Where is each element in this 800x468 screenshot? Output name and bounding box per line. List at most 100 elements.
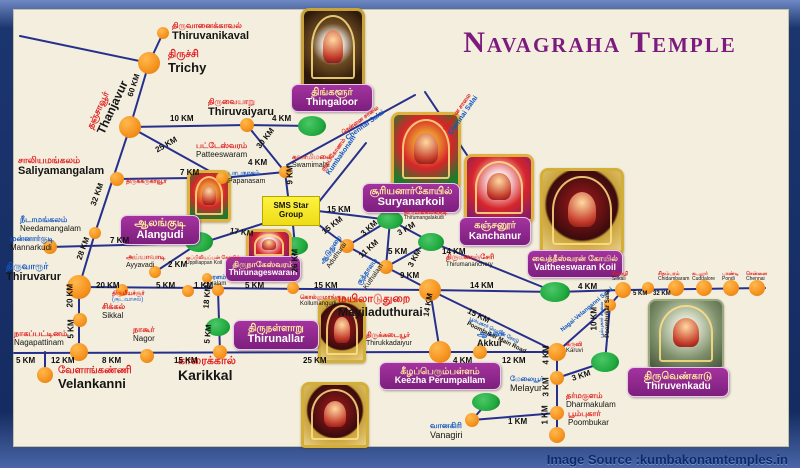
- town-label-Poombukar: பூம்புகார்Poombukar: [568, 409, 609, 427]
- thiruvenkadu-deity-image: [648, 299, 724, 369]
- road-segment: [204, 222, 266, 243]
- town-name-english: Melayur: [510, 382, 543, 393]
- deity-figure: [414, 133, 438, 164]
- town-name-tamil: சிதம்பரம்: [658, 271, 680, 277]
- deity-arch: [311, 388, 359, 441]
- vaitheeswaran-koil-deity-image: [540, 168, 624, 254]
- town-name-english: Velankanni: [58, 375, 126, 391]
- town-name-tamil: நீடாமங்கலம்: [20, 215, 68, 224]
- town-dot-(குடவாசல்): [116, 284, 128, 296]
- town-name-english: Sikkal: [102, 310, 124, 320]
- junction-dot: [642, 282, 654, 294]
- town-name-tamil: கடலூர்: [692, 271, 708, 277]
- distance-label: 32 KM: [653, 291, 671, 297]
- town-label-Trichy: திருச்சிTrichy: [168, 49, 206, 75]
- town-label-Ayyavadi: அய்யாவாடிAyyavadi: [126, 254, 165, 269]
- town-dot-Kuthalam: [379, 260, 393, 274]
- distance-label: 3 KM: [541, 377, 551, 397]
- temple-name-box-kanchanur: கஞ்சனூர்Kanchanur: [459, 217, 531, 246]
- town-label-Sikkal: சிக்கல்Sikkal: [102, 302, 125, 320]
- town-dot-Thirukkadaiyur: [429, 341, 451, 363]
- town-name-english: Uppiliappan Koil: [186, 260, 223, 267]
- town-label-Thirukkadaiyur: திருக்கடையூர்Thirukkadaiyur: [366, 332, 412, 347]
- deity-arch: [658, 304, 714, 362]
- road-segment: [317, 142, 367, 204]
- distance-label: 5 KM: [156, 281, 176, 290]
- town-name-english: Vanagiri: [430, 429, 463, 440]
- road-segment: [246, 124, 286, 173]
- town-name-tamil: பேரளம்: [204, 275, 227, 281]
- town-dot-Sirkali: [615, 282, 631, 298]
- town-label-Chennai: சென்னைChennai: [746, 271, 768, 283]
- town-name-english: Thirukkadaiyur: [366, 339, 412, 347]
- distance-label: 14 KM: [442, 247, 466, 256]
- distance-label: 5 KM: [388, 247, 408, 256]
- town-name-tamil: திருமங்கலக்குடி: [404, 210, 448, 216]
- town-name-english: Ayyavadi: [126, 261, 155, 269]
- town-name-english: Peralam: [204, 281, 227, 288]
- town-name-english: (குடவாசல்): [112, 297, 144, 304]
- town-name-english: Papanasam: [228, 177, 266, 185]
- distance-label: 15 KM: [314, 281, 338, 290]
- town-label-Patteeswaram: பட்டேஸ்வரம்Patteeswaram: [196, 141, 247, 159]
- town-label-Vanagiri: வானகிரிVanagiri: [430, 421, 463, 440]
- distance-label: 20 KM: [96, 281, 120, 290]
- road-segment: [471, 412, 558, 421]
- distance-label: 25 KM: [303, 356, 327, 365]
- town-name-tamil: தர்மகுளம்: [566, 391, 603, 400]
- town-dot-Karuvi: [548, 343, 566, 361]
- town-dot-Chennai: [749, 280, 765, 296]
- town-dot-Thiruvanikaval: [157, 27, 169, 39]
- distance-label: 1 KM: [540, 405, 550, 425]
- temple-marker-keezha-perumpallam: [472, 393, 500, 411]
- distance-label: 4 KM: [541, 345, 551, 365]
- temple-marker-thiruvenkadu: [591, 352, 619, 372]
- temple-marker-kanchanur: [418, 233, 444, 251]
- town-name-tamil: திருச்சி: [168, 49, 199, 60]
- town-label-Saliyamangalam: சாலியமங்கலம்Saliyamangalam: [18, 155, 105, 178]
- temple-name-tamil: திருநாகேஸ்வரம்: [232, 259, 294, 269]
- town-label-Mannarkudi: மன்னார்குடிMannarkudi: [10, 234, 54, 252]
- town-dot-Akkur: [473, 345, 487, 359]
- road-segment: [129, 124, 248, 128]
- town-name-english: Mayiladuthurai: [338, 304, 423, 319]
- road-segment: [116, 177, 193, 180]
- distance-label: 10 KM: [170, 114, 194, 123]
- town-label-Velankanni: வேளாங்கண்ணிVelankanni: [58, 365, 132, 391]
- town-label-Uppiliappan Koil: ஒப்பிலியப்பன் கோயில்Uppiliappan Koil: [186, 255, 240, 267]
- temple-name-box-suryanarkoil: சூரியனார்கோயில்Suryanarkoil: [362, 183, 460, 213]
- town-name-english: Needamangalam: [20, 223, 81, 233]
- town-label-Kollumangudi: கொல்லுமாங்குடிKollumangudi: [300, 295, 346, 308]
- temple-name-tamil: கீழப்பெரும்பள்ளம்: [400, 365, 480, 376]
- deity-arch: [310, 15, 356, 80]
- deity-arch: [326, 305, 358, 356]
- town-label-Nagapattinam: நாகப்பட்டினம்Nagapattinam: [14, 329, 67, 347]
- distance-label: 4 KM: [578, 282, 598, 291]
- town-dot-Nagapattinam: [70, 343, 88, 361]
- town-label-Thiruvaiyaru: திருவையாறுThiruvaiyaru: [208, 97, 274, 119]
- temple-name-box-thiruvenkadu: திருவெண்காடுThiruvenkadu: [627, 367, 729, 397]
- distance-label: 2 KM: [168, 260, 188, 269]
- town-name-english: Mannarkudi: [10, 242, 52, 252]
- town-name-english: Saliyamangalam: [18, 164, 105, 177]
- temple-marker-thirunallar: [206, 318, 230, 336]
- town-label-Peralam: பேரளம்Peralam: [204, 275, 226, 288]
- temple-name-tamil: திருவெண்காடு: [643, 370, 713, 382]
- town-dot-Melayur: [550, 371, 564, 385]
- town-dot-Saliyamangalam: [110, 172, 124, 186]
- distance-label: 4 KM: [453, 356, 473, 365]
- town-label-Karuvi: கருவிKaruvi: [566, 342, 583, 355]
- temple-name-tamil: திங்களூர்: [311, 86, 353, 98]
- image-source-credit: Image Source :kumbakonamtemples.in: [546, 452, 788, 467]
- town-label-Sirkali: சீர்காழிSirkali: [612, 271, 628, 283]
- temple-name-tamil: வைத்தீஸ்வரன் கோயில்: [532, 254, 618, 264]
- town-dot-Thiruvaiyaru: [240, 118, 254, 132]
- town-dot-Uppiliappan Koil: [202, 273, 212, 283]
- town-name-english: Sirkali: [612, 276, 626, 283]
- temple-name-tamil: சூரியனார்கோயில்: [369, 185, 453, 197]
- temple-name-box-thirunallar: திருநள்ளாறுThirunallar: [233, 320, 319, 350]
- town-name-tamil: சென்னை: [746, 271, 768, 277]
- town-label-Chidambaram: சிதம்பரம்Chidambaram: [658, 271, 689, 283]
- town-dot-Cuddalore: [696, 280, 712, 296]
- distance-label: 14 KM: [470, 281, 494, 290]
